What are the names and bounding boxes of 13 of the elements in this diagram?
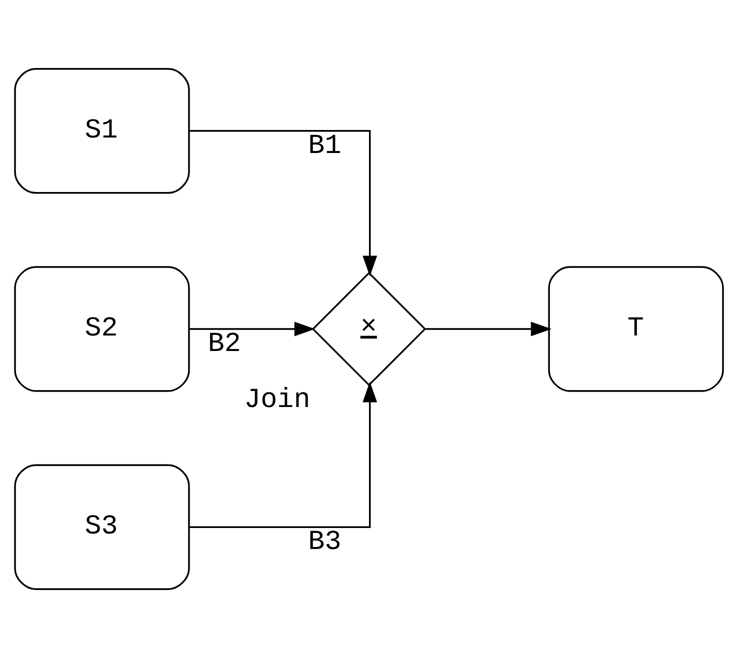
node-box: T [548,266,724,392]
node-diamond: × [312,271,426,386]
arrow [190,130,378,276]
edge-label: B1 [308,130,342,162]
node-box: S3 [14,464,190,590]
node-label: Join [244,384,310,416]
edge-label: B3 [308,526,342,558]
arrow [189,321,316,336]
arrow [190,381,378,528]
edge-label: B2 [208,328,241,360]
node-box: S1 [14,68,190,194]
node-box: S2 [14,266,190,392]
arrow [426,321,552,336]
